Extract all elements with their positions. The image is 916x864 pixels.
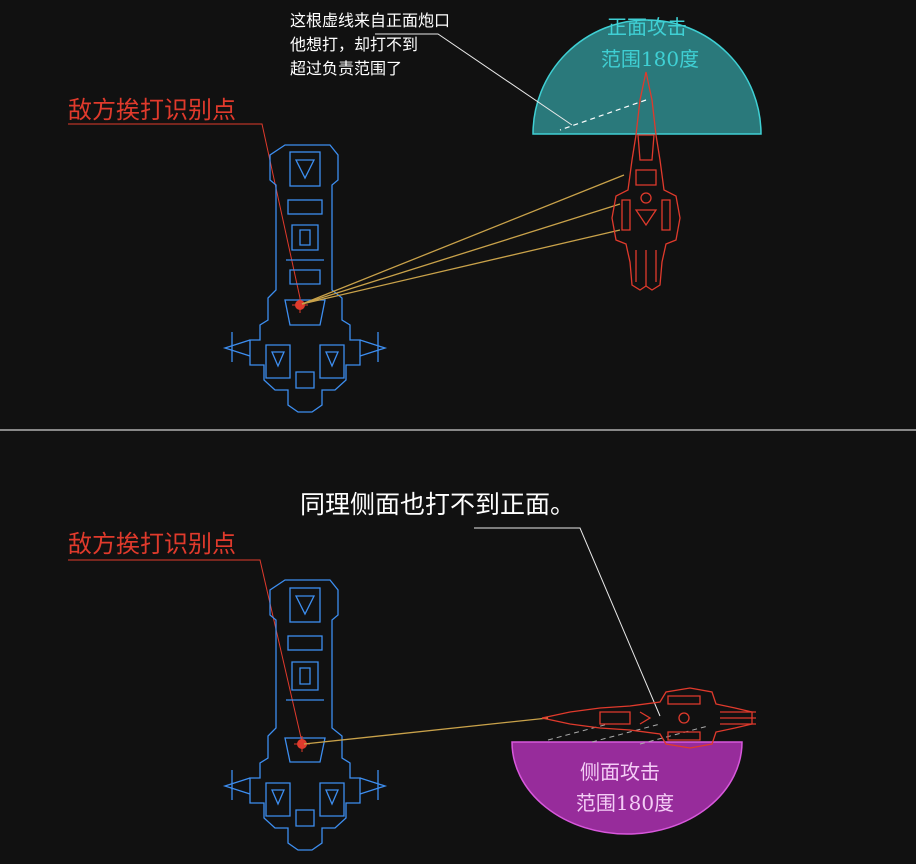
side-arc-label-line2: 范围180度 — [576, 791, 674, 815]
side-note-leader — [474, 527, 661, 717]
target-point-label-bottom: 敌方挨打识别点 — [68, 530, 236, 558]
top-panel: 正面攻击 范围180度 这根虚线来自正面炮口 他想打，却打不到 超过负责范围了 … — [68, 11, 762, 413]
enemy-ship-top — [611, 71, 681, 291]
enemy-ship-bottom — [541, 687, 756, 749]
cannon-line-bottom — [303, 717, 549, 745]
side-note: 同理侧面也打不到正面。 — [300, 490, 575, 519]
front-cannon-dashed-line — [559, 99, 647, 131]
friendly-ship-top — [222, 144, 388, 413]
note-leader-line — [375, 33, 573, 126]
cannon-lines-top — [301, 174, 625, 305]
target-point-leader-bottom — [68, 559, 303, 743]
side-arc-label-line1: 侧面攻击 — [580, 760, 660, 784]
enemy-hit-point-top — [292, 297, 308, 313]
target-point-leader — [68, 123, 301, 299]
side-cannon-dashed-lines — [547, 723, 709, 745]
side-attack-arc — [511, 741, 743, 835]
friendly-ship-bottom — [222, 579, 388, 851]
dashed-line-note-line2: 他想打，却打不到 — [290, 35, 418, 54]
dashed-line-note-line3: 超过负责范围了 — [290, 59, 402, 78]
dashed-line-note-line1: 这根虚线来自正面炮口 — [290, 11, 450, 30]
front-arc-label-line1: 正面攻击 — [607, 15, 687, 39]
bottom-panel: 同理侧面也打不到正面。 敌方挨打识别点 侧面攻击 范围180度 — [68, 490, 756, 851]
target-point-label: 敌方挨打识别点 — [68, 96, 236, 124]
front-arc-label-line2: 范围180度 — [601, 47, 699, 71]
